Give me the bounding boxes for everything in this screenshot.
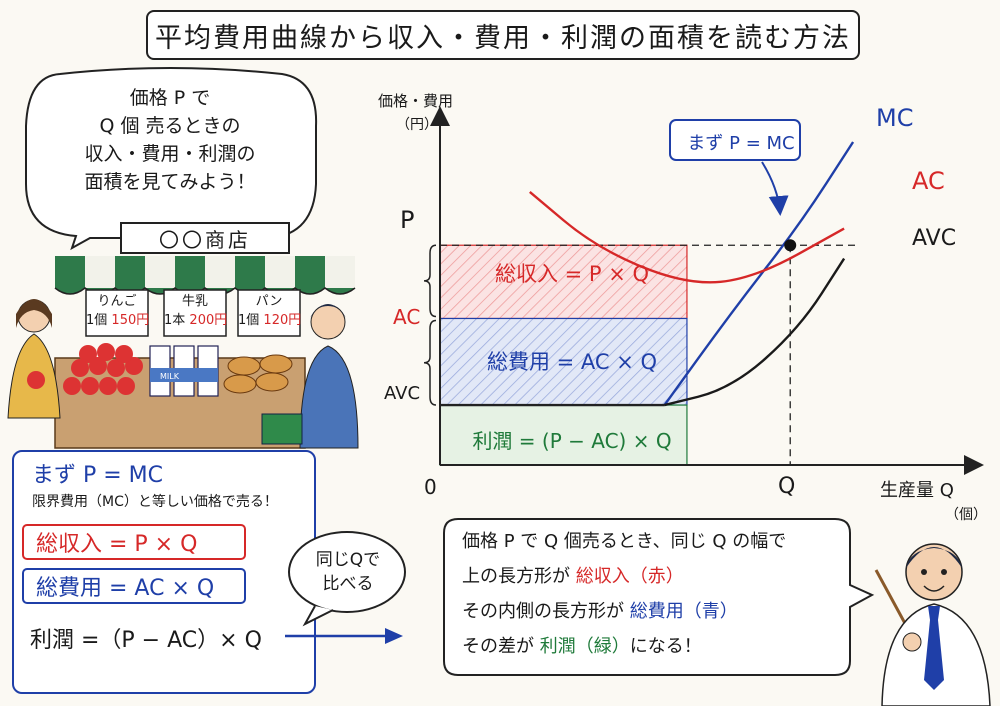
explain-part: その内側の長方形が: [462, 601, 630, 622]
item-qty: 1個: [238, 313, 260, 328]
price-card-apple: [85, 289, 149, 337]
brace-cost: [423, 319, 437, 406]
summary-note: 限界費用（MC）と等しい価格で売る！: [32, 494, 278, 510]
arrow-bubble-text: 同じQで 比べる: [305, 548, 391, 596]
item-name: パン: [255, 294, 283, 309]
origin-label: 0: [424, 475, 437, 499]
tick-ac: AC: [393, 305, 421, 329]
tick-avc: AVC: [384, 383, 421, 404]
y-axis-label: 価格・費用: [378, 92, 454, 110]
explain-part: 上の長方形が: [462, 566, 576, 587]
bubble-line: 同じQで: [315, 550, 381, 570]
cost-curve-chart: [423, 106, 984, 475]
summary-revenue-box: 総収入 = P × Q: [22, 524, 246, 560]
shop-awning: [54, 256, 356, 295]
customer-figure: [261, 304, 359, 449]
apple-pile: [63, 343, 143, 395]
callout-text: まず P = MC: [687, 133, 795, 154]
explain-highlight-cost: 総費用（青）: [629, 601, 738, 622]
item-name: 牛乳: [181, 294, 208, 309]
item-price: 200円: [189, 313, 228, 328]
arrow-bubble: [285, 531, 406, 644]
summary-cost-box: 総費用 = AC × Q: [22, 568, 246, 604]
explain-line: 価格 P で Q 個売るとき、同じ Q の幅で: [462, 531, 787, 552]
milk-cartons: MILK: [149, 345, 219, 397]
x-axis-unit: （個）: [945, 507, 987, 523]
item-qty: 1個: [86, 313, 108, 328]
explain-highlight-profit: 利潤（緑）: [539, 636, 630, 657]
explain-bubble: [443, 518, 875, 676]
series-ac-line: [529, 191, 845, 284]
series-mc-line: [663, 141, 855, 406]
price-card-milk-text: 牛乳 1本 200円: [164, 292, 228, 330]
explain-text: 価格 P で Q 個売るとき、同じ Q の幅で 上の長方形が 総収入（赤） その…: [462, 524, 786, 664]
tick-p: P: [400, 206, 415, 234]
series-avc-line: [664, 257, 846, 407]
x-axis-label: 生産量 Q: [880, 480, 954, 501]
speech-line: 収入・費用・利潤の: [84, 143, 256, 165]
page-title: 平均費用曲線から収入・費用・利潤の面積を読む方法: [146, 10, 860, 60]
speech-bubble-left: [25, 67, 318, 251]
brace-revenue: [423, 244, 437, 318]
price-card-apple-text: りんご 1個 150円: [86, 292, 150, 330]
callout-box: [669, 119, 801, 161]
explain-part: になる！: [629, 636, 702, 657]
milk-label: MILK: [160, 372, 180, 381]
shopkeeper-figure: [7, 299, 61, 419]
item-price: 120円: [263, 313, 302, 328]
curve-label-mc: MC: [876, 104, 914, 132]
speech-line: Q 個 売るときの: [99, 115, 241, 137]
rect-label-profit: 利潤 = (P − AC) × Q: [472, 429, 672, 453]
bubble-line: 比べる: [322, 574, 374, 594]
speech-line: 面積を見てみよう！: [84, 171, 256, 193]
price-card-bread: [237, 289, 301, 337]
bread-loaves: [223, 354, 293, 394]
explain-highlight-revenue: 総収入（赤）: [575, 566, 684, 587]
curve-label-ac: AC: [912, 167, 945, 195]
item-name: りんご: [97, 294, 137, 309]
shop-sign: 〇〇商店: [120, 222, 290, 254]
equilibrium-point: [784, 239, 797, 252]
speech-text-left: 価格 P で Q 個 売るときの 収入・費用・利潤の 面積を見てみよう！: [45, 84, 295, 196]
speech-line: 価格 P で: [129, 87, 211, 109]
y-axis-unit: （円）: [396, 117, 438, 133]
item-price: 150円: [111, 313, 150, 328]
curve-label-avc: AVC: [912, 226, 957, 251]
cost-rect: [439, 317, 688, 406]
callout-arrow: [761, 161, 789, 216]
rect-label-revenue: 総収入 = P × Q: [494, 262, 650, 286]
tick-q: Q: [778, 474, 796, 499]
price-card-bread-text: パン 1個 120円: [238, 292, 302, 330]
item-qty: 1本: [164, 313, 186, 328]
teacher-figure: [874, 543, 991, 706]
summary-profit-formula: 利潤 =（P − AC）× Q: [30, 628, 262, 653]
rect-label-cost: 総費用 = AC × Q: [486, 350, 658, 374]
summary-first-step: まず P = MC: [32, 463, 164, 488]
explain-part: その差が: [462, 636, 540, 657]
price-card-milk: [163, 289, 227, 337]
profit-rect: [439, 404, 688, 466]
shop-illustration: MILK: [7, 256, 359, 449]
